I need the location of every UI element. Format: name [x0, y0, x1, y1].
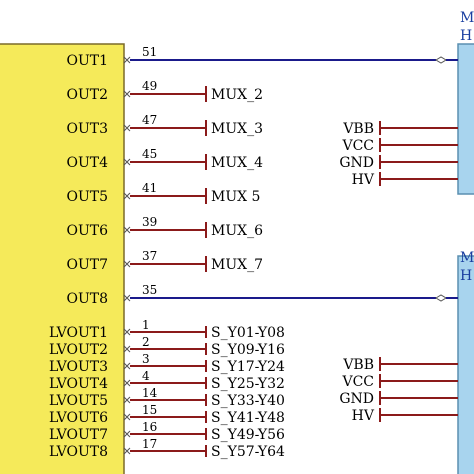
power-label: GND — [339, 391, 374, 407]
lv-net-label: S_Y57-Y64 — [211, 444, 285, 460]
lv-pin-number: 3 — [142, 352, 150, 366]
power-label: VCC — [341, 138, 374, 154]
pin-marker — [123, 90, 131, 98]
lv-pin-label: LVOUT4 — [49, 376, 108, 392]
pin-marker — [123, 192, 131, 200]
pin-marker — [123, 124, 131, 132]
out-pin-label: OUT3 — [66, 121, 108, 137]
right-chip-bottom-label-1: M — [460, 250, 474, 266]
lv-net-label: S_Y01-Y08 — [211, 325, 285, 341]
out-net-label: MUX_6 — [211, 223, 263, 239]
lv-pin-number: 14 — [142, 386, 158, 400]
out-pin-label: OUT4 — [66, 155, 108, 171]
pin-marker — [123, 260, 131, 268]
right-chip-top-body — [457, 43, 474, 195]
out-pin-number: 37 — [142, 249, 157, 263]
out-pin-number: 39 — [142, 215, 157, 229]
lv-net-label: S_Y25-Y32 — [211, 376, 285, 392]
out-pin-label: OUT5 — [66, 189, 108, 205]
lv-net-label: S_Y09-Y16 — [211, 342, 285, 358]
out-net-label: MUX_3 — [211, 121, 263, 137]
out-pin-label: OUT2 — [66, 87, 108, 103]
pin-marker — [123, 379, 131, 387]
right-chip-bottom-body — [457, 255, 474, 474]
lv-pin-number: 17 — [142, 437, 157, 451]
lv-net-label: S_Y33-Y40 — [211, 393, 285, 409]
right-chip-top-label-1: M — [460, 10, 474, 26]
pin-marker — [123, 345, 131, 353]
lv-pin-label: LVOUT7 — [49, 427, 108, 443]
power-label: GND — [339, 155, 374, 171]
out-pin-number: 49 — [142, 79, 157, 93]
right-chip-top-label-2: H — [460, 28, 472, 44]
bus-endpoint — [435, 56, 447, 64]
pin-marker — [123, 447, 131, 455]
lv-pin-label: LVOUT6 — [49, 410, 108, 426]
pin-marker — [123, 396, 131, 404]
lv-net-label: S_Y41-Y48 — [211, 410, 285, 426]
out-pin-number: 45 — [142, 147, 157, 161]
out-pin-number: 51 — [142, 45, 157, 59]
lv-pin-number: 16 — [142, 420, 157, 434]
right-chip-bottom-label-2: H — [460, 268, 472, 284]
lv-pin-number: 1 — [142, 318, 150, 332]
out-net-label: MUX 5 — [211, 189, 260, 205]
out-pin-number: 35 — [142, 283, 157, 297]
power-label: HV — [352, 172, 375, 188]
power-label: VCC — [341, 374, 374, 390]
lv-pin-label: LVOUT5 — [49, 393, 108, 409]
main-chip-body — [0, 43, 125, 474]
lv-pin-label: LVOUT3 — [49, 359, 108, 375]
power-label: VBB — [342, 121, 374, 137]
out-pin-label: OUT8 — [66, 291, 108, 307]
out-pin-number: 47 — [142, 113, 157, 127]
lv-pin-label: LVOUT1 — [49, 325, 108, 341]
out-pin-number: 41 — [142, 181, 157, 195]
out-pin-label: OUT7 — [66, 257, 108, 273]
pin-marker — [123, 226, 131, 234]
out-net-label: MUX_4 — [211, 155, 263, 171]
lv-net-label: S_Y17-Y24 — [211, 359, 285, 375]
pin-marker — [123, 294, 131, 302]
lv-pin-label: LVOUT8 — [49, 444, 108, 460]
out-pin-label: OUT1 — [66, 53, 108, 69]
pin-marker — [123, 328, 131, 336]
lv-pin-number: 15 — [142, 403, 157, 417]
bus-endpoint — [435, 294, 447, 302]
pin-marker — [123, 413, 131, 421]
out-net-label: MUX_7 — [211, 257, 263, 273]
lv-pin-number: 2 — [142, 335, 150, 349]
out-net-label: MUX_2 — [211, 87, 263, 103]
pin-marker — [123, 362, 131, 370]
lv-pin-label: LVOUT2 — [49, 342, 108, 358]
pin-marker — [123, 430, 131, 438]
lv-pin-number: 4 — [142, 369, 150, 383]
lv-net-label: S_Y49-Y56 — [211, 427, 285, 443]
power-label: VBB — [342, 357, 374, 373]
power-label: HV — [352, 408, 375, 424]
pin-marker — [123, 56, 131, 64]
out-pin-label: OUT6 — [66, 223, 108, 239]
pin-marker — [123, 158, 131, 166]
